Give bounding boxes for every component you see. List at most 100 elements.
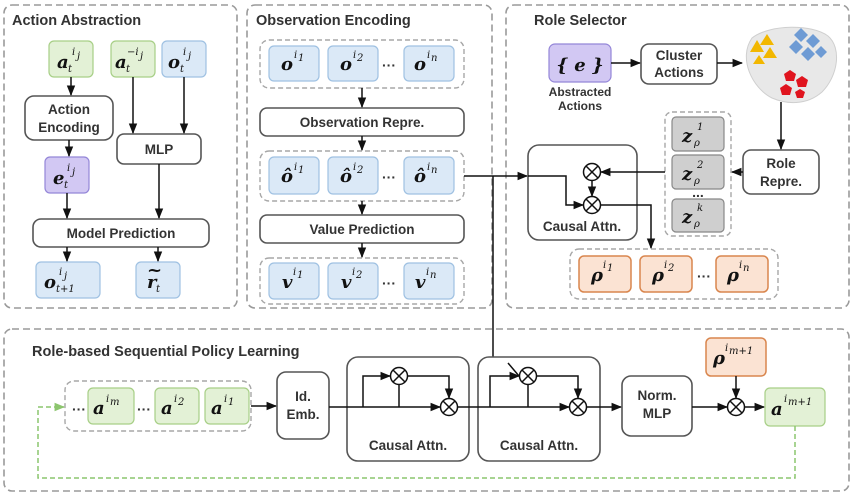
- abstracted-actions-label-1: Abstracted: [549, 85, 612, 99]
- policy-multiply-final: [726, 397, 746, 417]
- svg-text:ρ: ρ: [590, 265, 604, 286]
- svg-text:i: i: [427, 162, 430, 173]
- svg-text:t: t: [180, 64, 185, 75]
- value-v-in: [403, 262, 455, 300]
- obs-o-i2: [327, 45, 379, 82]
- svg-text:2: 2: [356, 165, 363, 176]
- role-selector-arrows: [464, 58, 786, 250]
- cluster-triangles: [750, 34, 777, 64]
- svg-text:o: o: [340, 54, 352, 75]
- svg-text:m+1: m+1: [788, 397, 812, 408]
- svg-text:1: 1: [297, 270, 303, 281]
- svg-text:1: 1: [298, 53, 304, 64]
- svg-text:1: 1: [697, 122, 703, 133]
- svg-text:a: a: [211, 398, 223, 419]
- cluster-diamonds: [789, 28, 827, 61]
- policy-a-i1: [204, 387, 250, 425]
- svg-text:n: n: [431, 53, 437, 64]
- svg-text:i: i: [67, 163, 70, 174]
- svg-text:2: 2: [356, 53, 363, 64]
- title-role-selector: Role Selector: [534, 13, 627, 29]
- norm-mlp-label-2: MLP: [643, 406, 672, 421]
- obs-ellipsis-1: ···: [382, 57, 396, 73]
- svg-text:j: j: [75, 51, 80, 62]
- role-selector-nodes: { e } Abstracted Actions Cluster Actions: [527, 26, 838, 300]
- obs-ellipsis-2: ···: [382, 169, 396, 185]
- role-multiply-1: [582, 162, 602, 182]
- model-prediction-box: [32, 218, 210, 248]
- svg-text:i: i: [106, 394, 109, 405]
- svg-text:a: a: [57, 52, 69, 73]
- id-emb-box: [276, 371, 330, 440]
- obs-hat-o-i2: [327, 156, 379, 195]
- svg-text:j: j: [62, 271, 67, 282]
- svg-text:ρ: ρ: [693, 138, 700, 149]
- norm-mlp-label-1: Norm.: [637, 388, 676, 403]
- action-encoding-label-2: Encoding: [38, 120, 100, 135]
- svg-text:j: j: [138, 51, 143, 62]
- svg-text:2: 2: [696, 160, 703, 171]
- svg-text:i: i: [664, 260, 667, 271]
- role-z-1: [671, 116, 725, 152]
- svg-text:o: o: [414, 54, 426, 75]
- obs-hat-o-i1: [268, 156, 320, 195]
- svg-text:~: ~: [147, 260, 162, 281]
- svg-text:2: 2: [667, 263, 674, 274]
- policy-a-im: [87, 387, 135, 425]
- svg-text:o: o: [44, 272, 56, 293]
- policy-causal-attn-2-box: [477, 356, 601, 462]
- svg-text:t: t: [126, 64, 131, 75]
- svg-text:m+1: m+1: [729, 346, 753, 357]
- svg-text:ρ: ρ: [712, 348, 726, 369]
- svg-text:a: a: [161, 398, 173, 419]
- cluster-pentagons: [780, 70, 808, 98]
- obs-hat-o-in: [403, 156, 455, 195]
- svg-text:a: a: [115, 52, 127, 73]
- role-repre-label-1: Role: [766, 156, 796, 171]
- role-multiply-2: [582, 195, 602, 215]
- title-policy-learning: Role-based Sequential Policy Learning: [32, 344, 300, 360]
- value-v-i2: [327, 262, 379, 300]
- svg-text:i: i: [784, 394, 787, 405]
- obs-o-i1: [268, 45, 320, 82]
- svg-text:k: k: [697, 203, 703, 214]
- id-emb-label-2: Emb.: [286, 407, 319, 422]
- svg-text:i: i: [59, 267, 62, 278]
- svg-text:i: i: [294, 162, 297, 173]
- svg-text:t: t: [68, 64, 73, 75]
- svg-text:a: a: [771, 399, 783, 420]
- autoregressive-feedback-loop: [37, 402, 796, 479]
- policy-ellipsis-left: ···: [72, 401, 86, 417]
- policy-multiply-2b: [568, 397, 588, 417]
- svg-text:t: t: [64, 180, 69, 191]
- policy-arrows: [37, 362, 796, 479]
- observation-repre-label: Observation Repre.: [300, 115, 425, 130]
- svg-text:2: 2: [355, 270, 362, 281]
- svg-text:i: i: [725, 343, 728, 354]
- cluster-actions-label-2: Actions: [654, 65, 704, 80]
- svg-text:i: i: [353, 162, 356, 173]
- policy-multiply-1a: [389, 366, 409, 386]
- model-prediction-label: Model Prediction: [67, 226, 176, 241]
- svg-text:o: o: [168, 52, 180, 73]
- svg-text:v: v: [415, 272, 426, 293]
- role-rho-i1: [578, 255, 632, 293]
- svg-text:ô: ô: [281, 166, 293, 187]
- panel-observation-encoding: [246, 4, 493, 309]
- obs-to-policy-connector: [492, 176, 508, 364]
- policy-causal-attn-2-label: Causal Attn.: [500, 438, 578, 453]
- svg-text:o: o: [281, 54, 293, 75]
- obs-o-in: [403, 45, 455, 82]
- panel-policy-learning: [3, 328, 850, 492]
- svg-text:a: a: [93, 398, 105, 419]
- svg-text:v: v: [282, 272, 293, 293]
- svg-text:ô: ô: [414, 166, 426, 187]
- value-prediction-label: Value Prediction: [309, 222, 414, 237]
- svg-text:t: t: [156, 284, 161, 295]
- policy-a-i2: [154, 387, 200, 425]
- rho-ellipsis: ···: [697, 268, 711, 284]
